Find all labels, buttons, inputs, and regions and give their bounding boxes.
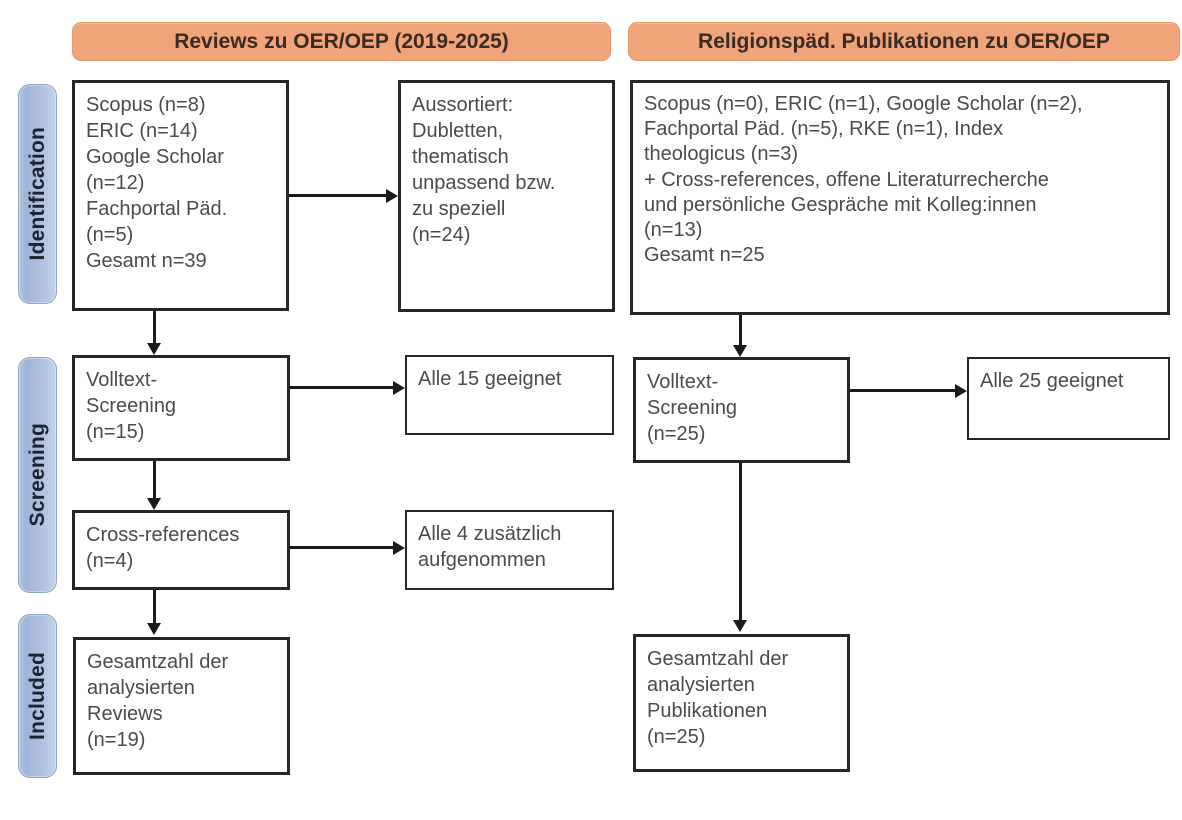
arrow-right-fulltext-to-included xyxy=(733,620,747,632)
arrow-left-crossref-to-result xyxy=(393,541,405,555)
stage-label-identification: Identification xyxy=(18,84,57,304)
arrow-left-sources-to-fulltext xyxy=(147,343,161,355)
box-right-fulltext-screening: Volltext- Screening (n=25) xyxy=(633,357,850,463)
box-left-cross-references: Cross-references (n=4) xyxy=(72,510,290,590)
connector-left-sources-to-excluded xyxy=(289,194,386,197)
connector-left-fulltext-to-crossref xyxy=(153,461,156,498)
stage-label-included: Included xyxy=(18,614,57,778)
box-right-fulltext-result: Alle 25 geeignet xyxy=(967,357,1170,440)
box-right-included-total: Gesamtzahl der analysierten Publikatione… xyxy=(633,634,850,772)
connector-left-fulltext-to-result xyxy=(290,386,393,389)
box-right-identification-sources: Scopus (n=0), ERIC (n=1), Google Scholar… xyxy=(630,80,1170,315)
column-header-religionspaed-text: Religionspäd. Publikationen zu OER/OEP xyxy=(698,29,1110,53)
stage-label-screening-text: Screening xyxy=(25,423,49,527)
stage-label-screening: Screening xyxy=(18,357,57,593)
box-right-identification-sources-text: Scopus (n=0), ERIC (n=1), Google Scholar… xyxy=(644,93,1083,267)
box-left-included-total: Gesamtzahl der analysierten Reviews (n=1… xyxy=(73,637,290,775)
box-left-cross-references-result: Alle 4 zusätzlich aufgenommen xyxy=(405,510,614,590)
box-right-included-total-text: Gesamtzahl der analysierten Publikatione… xyxy=(647,648,789,748)
connector-left-sources-to-fulltext xyxy=(153,311,156,343)
box-left-excluded: Aussortiert: Dubletten, thematisch unpas… xyxy=(398,80,615,312)
stage-label-identification-text: Identification xyxy=(25,127,49,261)
connector-left-crossref-to-result xyxy=(290,546,393,549)
connector-right-fulltext-to-included xyxy=(739,463,742,620)
column-header-religionspaed: Religionspäd. Publikationen zu OER/OEP xyxy=(628,22,1180,61)
connector-left-crossref-to-included xyxy=(153,590,156,623)
arrow-right-fulltext-to-result xyxy=(955,384,967,398)
box-left-included-total-text: Gesamtzahl der analysierten Reviews (n=1… xyxy=(87,651,229,751)
connector-right-fulltext-to-result xyxy=(850,389,955,392)
arrow-right-sources-to-fulltext xyxy=(733,345,747,357)
box-left-identification-sources: Scopus (n=8) ERIC (n=14) Google Scholar … xyxy=(72,80,289,311)
box-left-fulltext-screening: Volltext- Screening (n=15) xyxy=(72,355,290,461)
box-left-cross-references-result-text: Alle 4 zusätzlich aufgenommen xyxy=(418,523,562,571)
box-right-fulltext-result-text: Alle 25 geeignet xyxy=(980,370,1124,392)
arrow-left-sources-to-excluded xyxy=(386,189,398,203)
arrow-left-crossref-to-included xyxy=(147,623,161,635)
box-left-fulltext-screening-text: Volltext- Screening (n=15) xyxy=(86,369,177,443)
column-header-reviews: Reviews zu OER/OEP (2019-2025) xyxy=(72,22,611,61)
box-left-fulltext-result-text: Alle 15 geeignet xyxy=(418,368,562,390)
stage-label-included-text: Included xyxy=(25,652,49,740)
arrow-left-fulltext-to-result xyxy=(393,381,405,395)
box-left-cross-references-text: Cross-references (n=4) xyxy=(86,524,240,572)
column-header-reviews-text: Reviews zu OER/OEP (2019-2025) xyxy=(174,29,509,53)
box-left-identification-sources-text: Scopus (n=8) ERIC (n=14) Google Scholar … xyxy=(86,94,228,272)
box-left-excluded-text: Aussortiert: Dubletten, thematisch unpas… xyxy=(412,94,556,246)
box-right-fulltext-screening-text: Volltext- Screening (n=25) xyxy=(647,371,738,445)
arrow-left-fulltext-to-crossref xyxy=(147,498,161,510)
box-left-fulltext-result: Alle 15 geeignet xyxy=(405,355,614,435)
connector-right-sources-to-fulltext xyxy=(739,315,742,345)
